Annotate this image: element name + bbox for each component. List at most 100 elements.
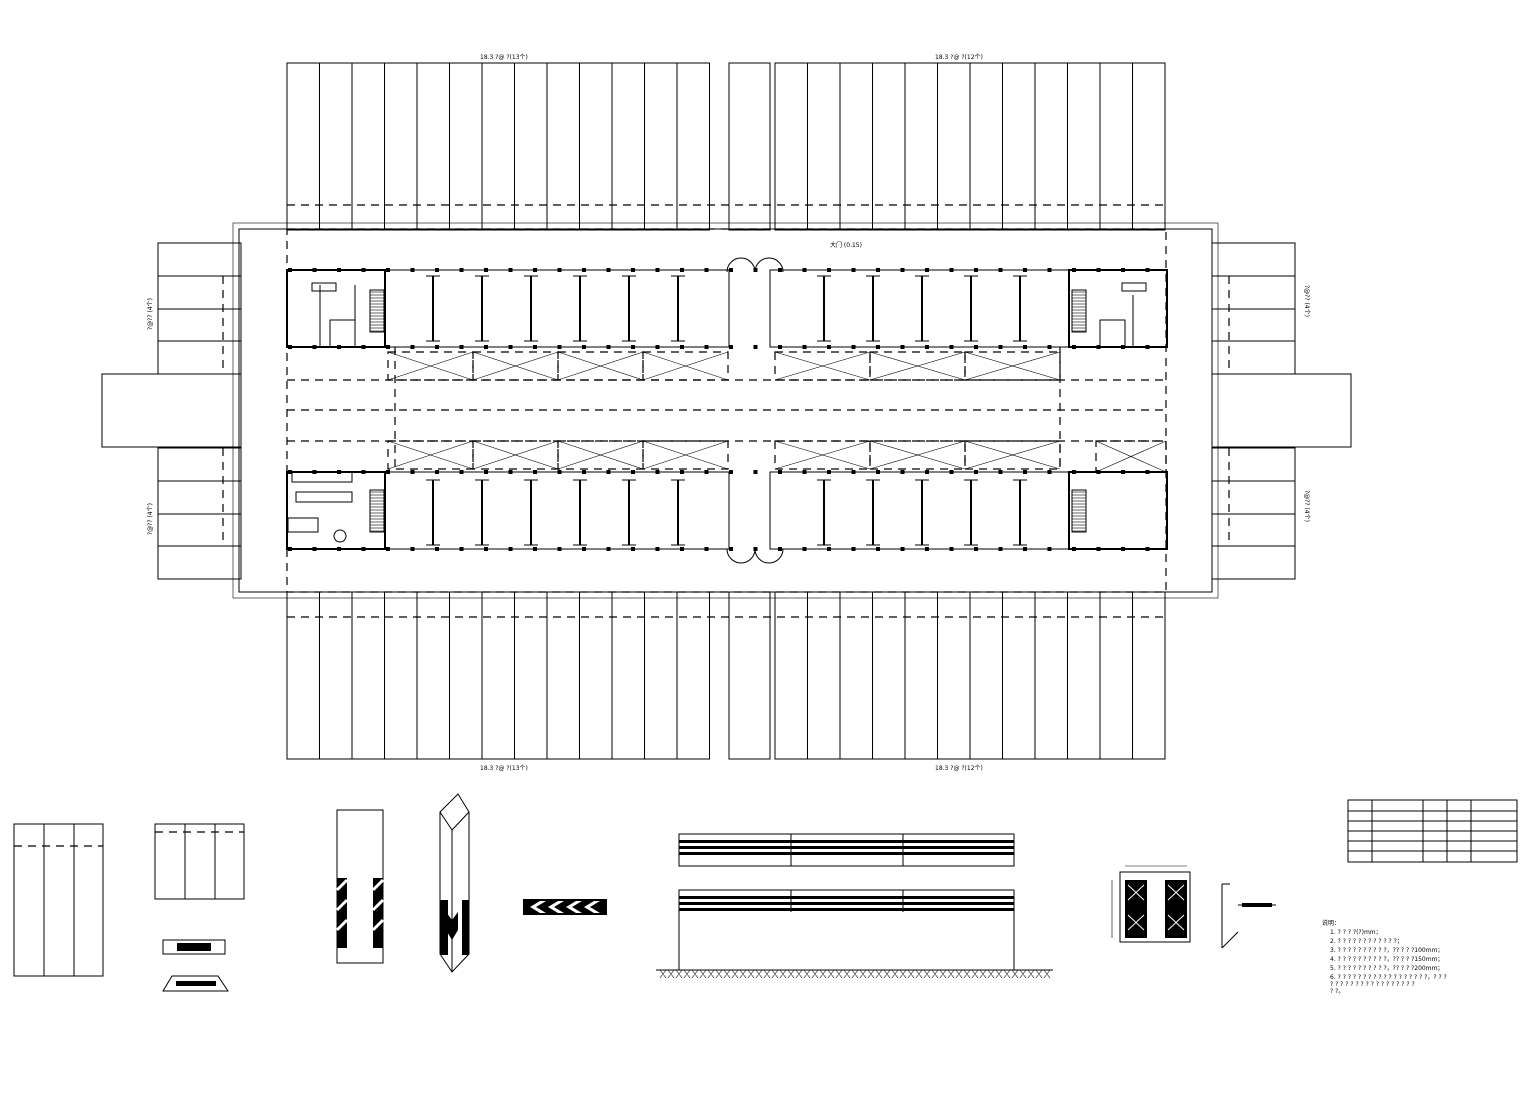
column-marker xyxy=(704,268,709,272)
lower-left-corridor xyxy=(384,471,730,550)
detail-section-small xyxy=(1221,883,1276,949)
column-marker xyxy=(361,345,366,349)
brace-diagonal xyxy=(387,440,474,470)
column-marker xyxy=(337,268,341,272)
stair-upper-right xyxy=(1071,289,1087,333)
column-marker xyxy=(1121,470,1125,474)
column-marker xyxy=(998,345,1003,349)
notes-line-5: 5. ? ? ? ? ? ? ? ? ? ?，?? ? ? ?200mm； xyxy=(1330,965,1443,972)
column-marker xyxy=(1145,345,1150,349)
right-entrance-ramp xyxy=(1211,373,1352,448)
column-marker xyxy=(582,345,586,349)
column-marker xyxy=(802,345,807,349)
column-marker xyxy=(631,345,635,349)
left-upper-parking-wing xyxy=(157,242,242,375)
column-marker xyxy=(312,470,317,474)
column-marker xyxy=(1145,547,1150,551)
stair-outline xyxy=(369,289,385,333)
detail-corner-guard xyxy=(439,793,470,973)
column-marker xyxy=(876,345,880,349)
brace-diagonal xyxy=(557,440,644,470)
column-marker xyxy=(533,470,537,474)
column-marker xyxy=(606,547,611,551)
column-marker xyxy=(1072,345,1076,349)
brace-diagonal xyxy=(774,440,871,470)
column-marker xyxy=(582,268,586,272)
column-marker xyxy=(1096,345,1101,349)
column-marker xyxy=(925,470,929,474)
column-marker xyxy=(974,470,978,474)
column-marker xyxy=(435,345,439,349)
lower-right-corridor xyxy=(769,471,1070,550)
column-marker xyxy=(533,268,537,272)
brace-diagonal xyxy=(557,351,644,381)
column-marker xyxy=(557,470,562,474)
column-marker xyxy=(459,268,464,272)
detail-parking-stalls-short xyxy=(154,823,245,900)
column-marker xyxy=(1145,470,1150,474)
column-marker xyxy=(680,345,684,349)
column-marker xyxy=(998,470,1003,474)
column-marker xyxy=(484,268,488,272)
brace-diagonal xyxy=(774,351,871,381)
upper-right-corridor xyxy=(769,269,1070,348)
detail-wheel-stop xyxy=(162,939,229,992)
notes-line-1: 1. ? ? ? ?(?)mm； xyxy=(1330,929,1382,936)
column-marker xyxy=(949,547,954,551)
column-marker xyxy=(410,470,415,474)
column-marker xyxy=(655,547,660,551)
column-marker xyxy=(484,345,488,349)
column-marker xyxy=(876,470,880,474)
column-marker xyxy=(459,470,464,474)
column-marker xyxy=(361,268,366,272)
column-marker xyxy=(484,547,488,551)
notes-title: 说明： xyxy=(1322,919,1340,927)
column-marker xyxy=(1023,547,1027,551)
column-marker xyxy=(1121,547,1125,551)
column-marker xyxy=(827,345,831,349)
column-marker xyxy=(288,345,292,349)
column-marker xyxy=(631,547,635,551)
column-marker xyxy=(386,547,390,551)
center-label: 大门 (0.15) xyxy=(830,241,862,249)
column-marker xyxy=(900,470,905,474)
column-marker xyxy=(729,268,733,272)
column-marker xyxy=(876,547,880,551)
column-marker xyxy=(337,470,341,474)
column-marker xyxy=(827,268,831,272)
column-marker xyxy=(435,547,439,551)
column-marker xyxy=(778,345,782,349)
top-right-parking-row xyxy=(774,62,1166,231)
column-marker xyxy=(655,470,660,474)
column-marker xyxy=(949,470,954,474)
column-marker xyxy=(631,470,635,474)
top-entrance-lane xyxy=(728,62,771,231)
lower-right-office-block xyxy=(1068,471,1168,550)
brace-diagonal xyxy=(472,440,559,470)
column-marker xyxy=(1121,345,1125,349)
legend-table xyxy=(1347,799,1518,863)
column-marker xyxy=(876,268,880,272)
column-marker xyxy=(1023,345,1027,349)
column-marker xyxy=(851,268,856,272)
bottom-left-parking-row xyxy=(286,591,710,760)
column-marker xyxy=(974,547,978,551)
column-marker xyxy=(655,345,660,349)
column-marker xyxy=(900,547,905,551)
column-marker xyxy=(827,547,831,551)
left-entrance-ramp xyxy=(101,373,242,448)
column-marker xyxy=(1047,470,1052,474)
column-marker xyxy=(680,470,684,474)
column-marker xyxy=(557,547,562,551)
column-marker xyxy=(729,547,733,551)
column-marker xyxy=(361,547,366,551)
column-marker xyxy=(729,345,733,349)
left-lower-parking-wing xyxy=(157,447,242,580)
column-marker xyxy=(802,470,807,474)
column-marker xyxy=(1047,268,1052,272)
column-marker xyxy=(386,345,390,349)
column-marker xyxy=(827,470,831,474)
column-marker xyxy=(337,547,341,551)
column-marker xyxy=(851,470,856,474)
